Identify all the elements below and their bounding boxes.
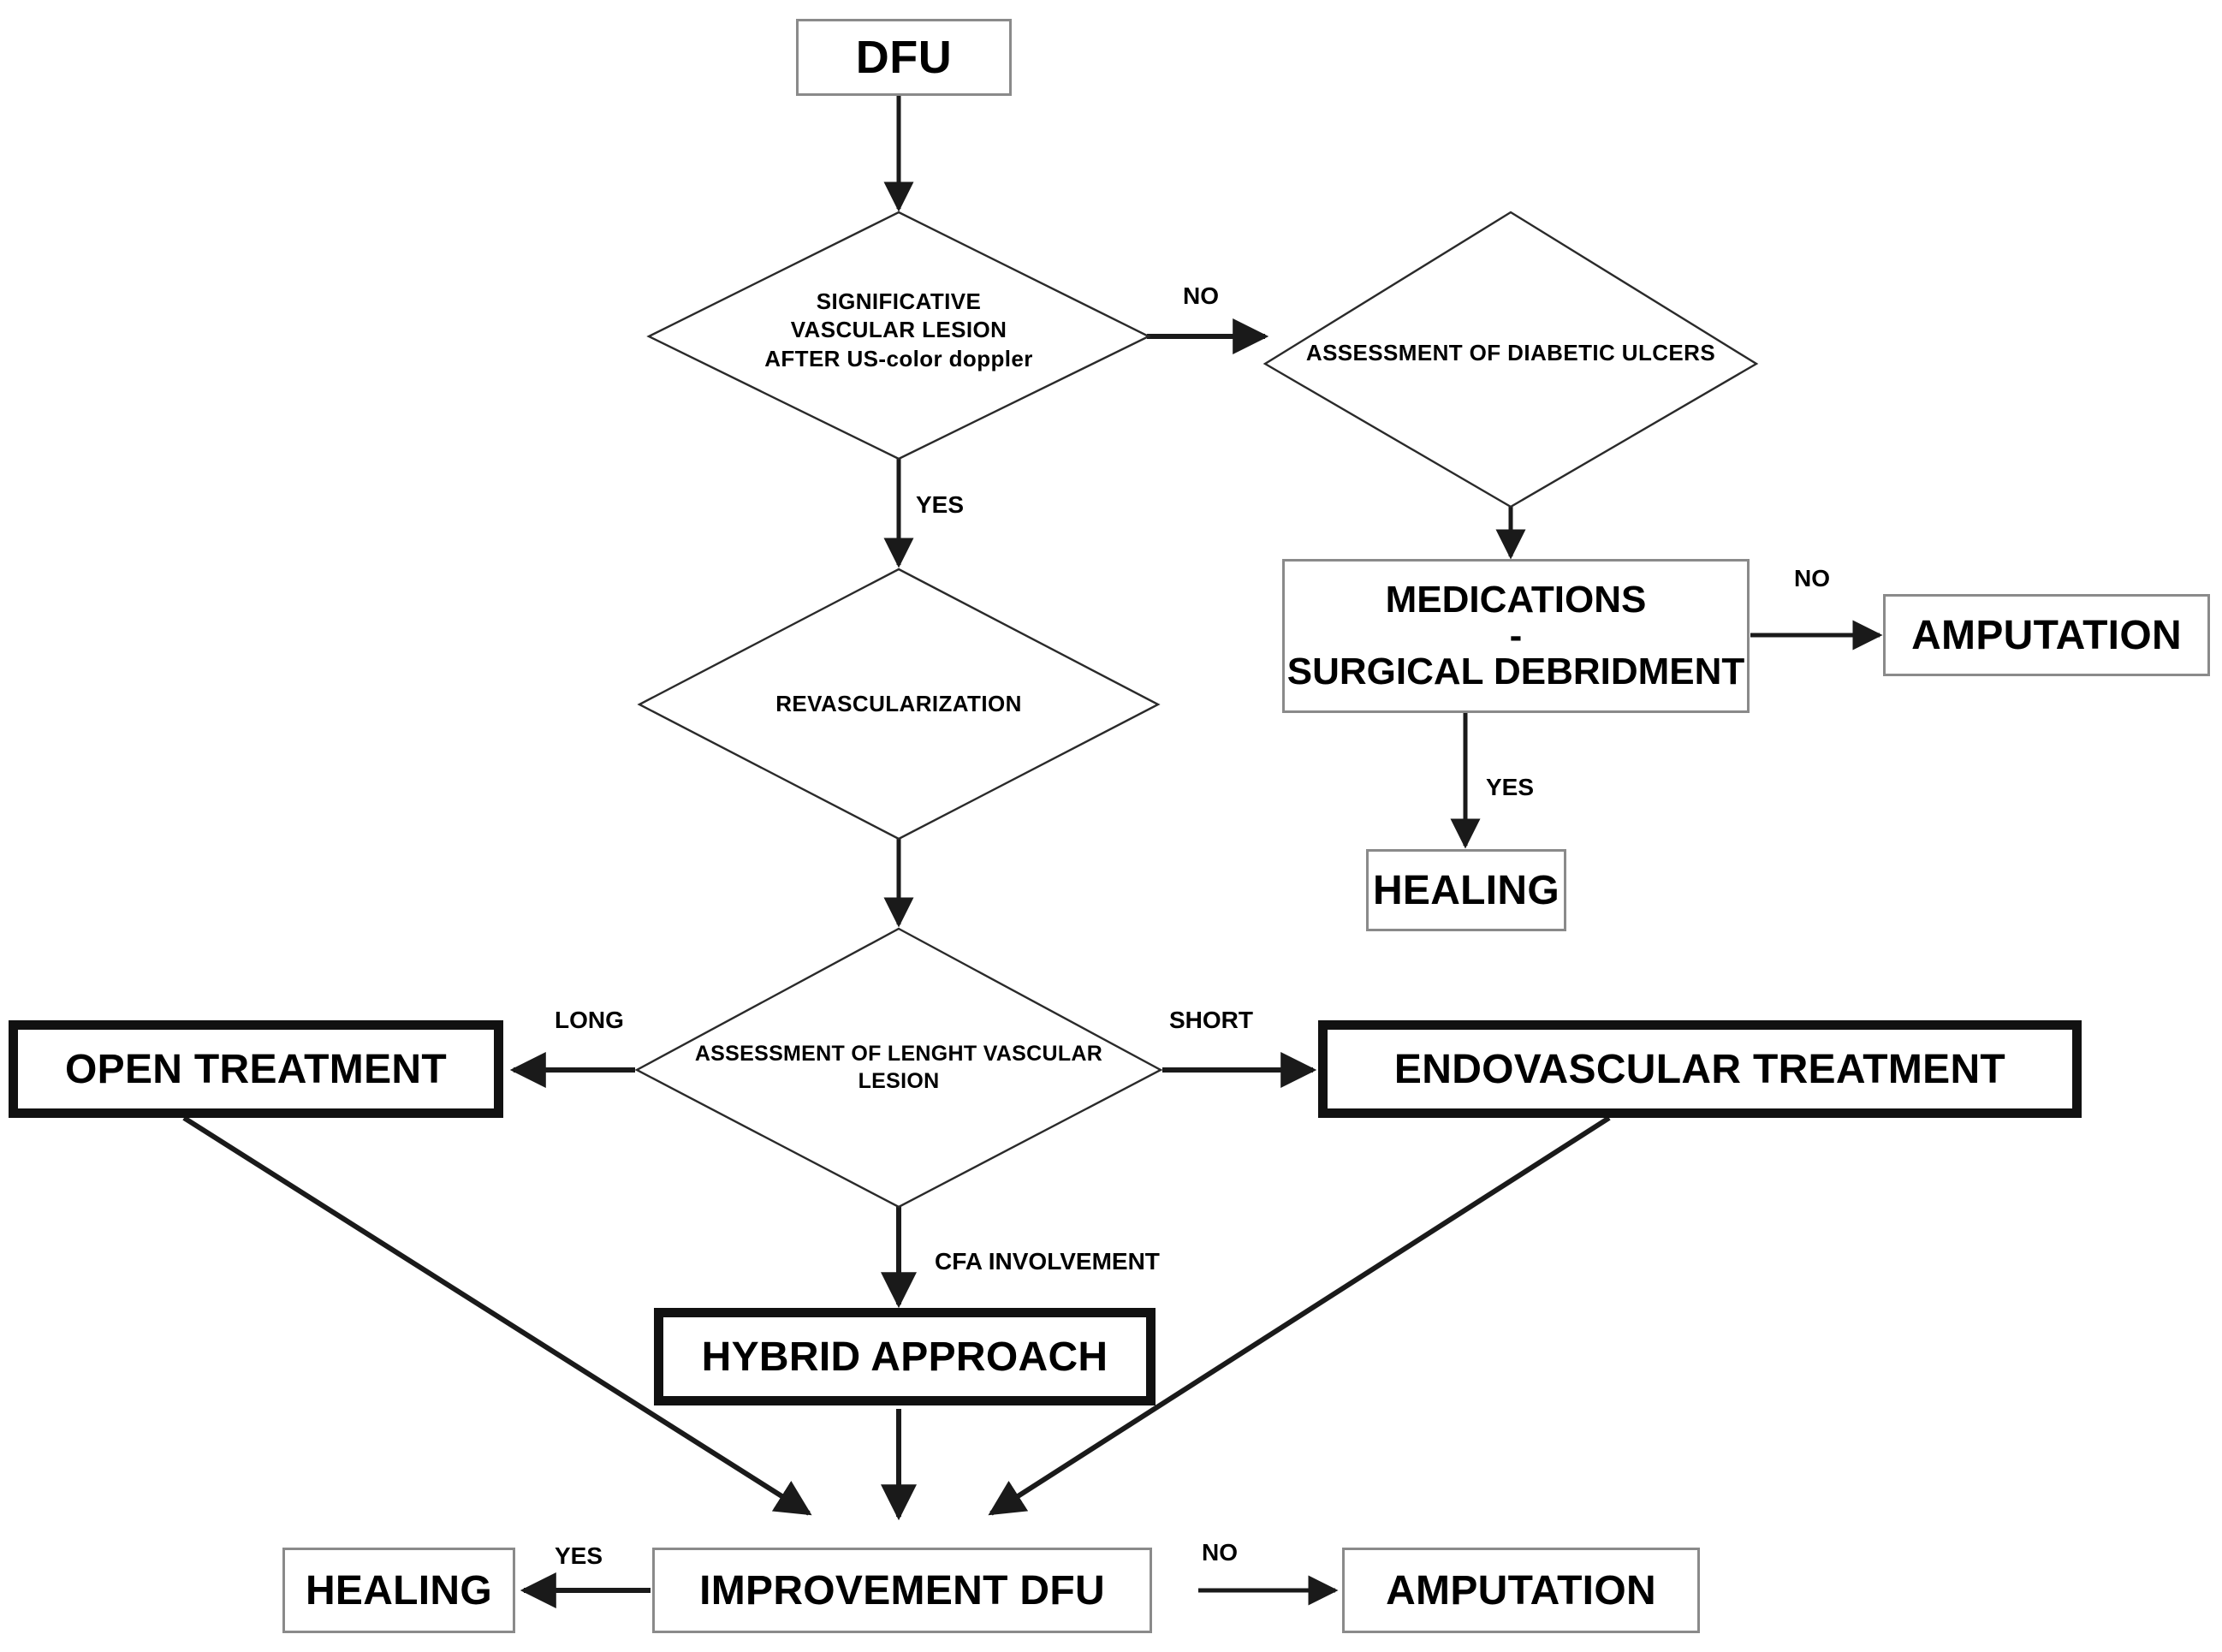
edge-label-yes-to-revascularization: YES [916,491,965,518]
node-label-healing-bottom: HEALING [305,1567,493,1613]
node-dfu[interactable]: DFU [796,19,1012,96]
node-label-hybrid-approach: HYBRID APPROACH [701,1334,1108,1380]
node-hybrid-approach[interactable]: HYBRID APPROACH [654,1308,1156,1405]
node-improvement-dfu[interactable]: IMPROVEMENT DFU [652,1548,1152,1633]
node-label-dfu: DFU [855,32,953,83]
node-medications-surgical-debridment[interactable]: MEDICATIONS - SURGICAL DEBRIDMENT [1282,559,1750,713]
edge-label-no-to-ulcers: NO [1183,282,1219,309]
edge-label-no-to-amputation-top: NO [1794,565,1830,591]
diamond-label-assessment-lenght-vascular-lesion: ASSESSMENT OF LENGHT VASCULAR LESION [694,1042,1103,1093]
edge-label-short-to-endovascular: SHORT [1169,1007,1253,1033]
node-endovascular-treatment[interactable]: ENDOVASCULAR TREATMENT [1318,1020,2082,1118]
node-label-amputation-bottom: AMPUTATION [1386,1567,1656,1613]
node-label-medications: MEDICATIONS [1385,579,1647,621]
edge-label-yes-to-healing-top: YES [1486,774,1535,800]
node-label-amputation-top: AMPUTATION [1911,612,2182,658]
diamond-label-assessment-diabetic-ulcers: ASSESSMENT OF DIABETIC ULCERS [1305,340,1716,365]
edge-label-no-to-amputation-bottom: NO [1202,1539,1238,1566]
node-label-open-treatment: OPEN TREATMENT [65,1046,447,1092]
node-label-endovascular-treatment: ENDOVASCULAR TREATMENT [1393,1046,2006,1092]
node-amputation-bottom[interactable]: AMPUTATION [1342,1548,1700,1633]
node-label-healing-top: HEALING [1372,867,1560,913]
node-amputation-top[interactable]: AMPUTATION [1883,594,2210,676]
node-label-medications-separator: - [1509,615,1523,657]
node-label-improvement-dfu: IMPROVEMENT DFU [699,1567,1105,1613]
node-healing-bottom[interactable]: HEALING [282,1548,515,1633]
edge-label-cfa-involvement: CFA INVOLVEMENT [935,1248,1160,1275]
edge-label-long-to-open: LONG [555,1007,624,1033]
node-healing-top[interactable]: HEALING [1366,849,1566,931]
diamond-label-revascularization: REVASCULARIZATION [775,691,1022,716]
node-open-treatment[interactable]: OPEN TREATMENT [9,1020,503,1118]
node-label-surgical-debridment: SURGICAL DEBRIDMENT [1286,650,1745,692]
diamond-label-significative-vascular-lesion: SIGNIFICATIVE VASCULAR LESION AFTER US-c… [764,288,1033,371]
edge-label-yes-to-healing-bottom: YES [555,1542,603,1569]
